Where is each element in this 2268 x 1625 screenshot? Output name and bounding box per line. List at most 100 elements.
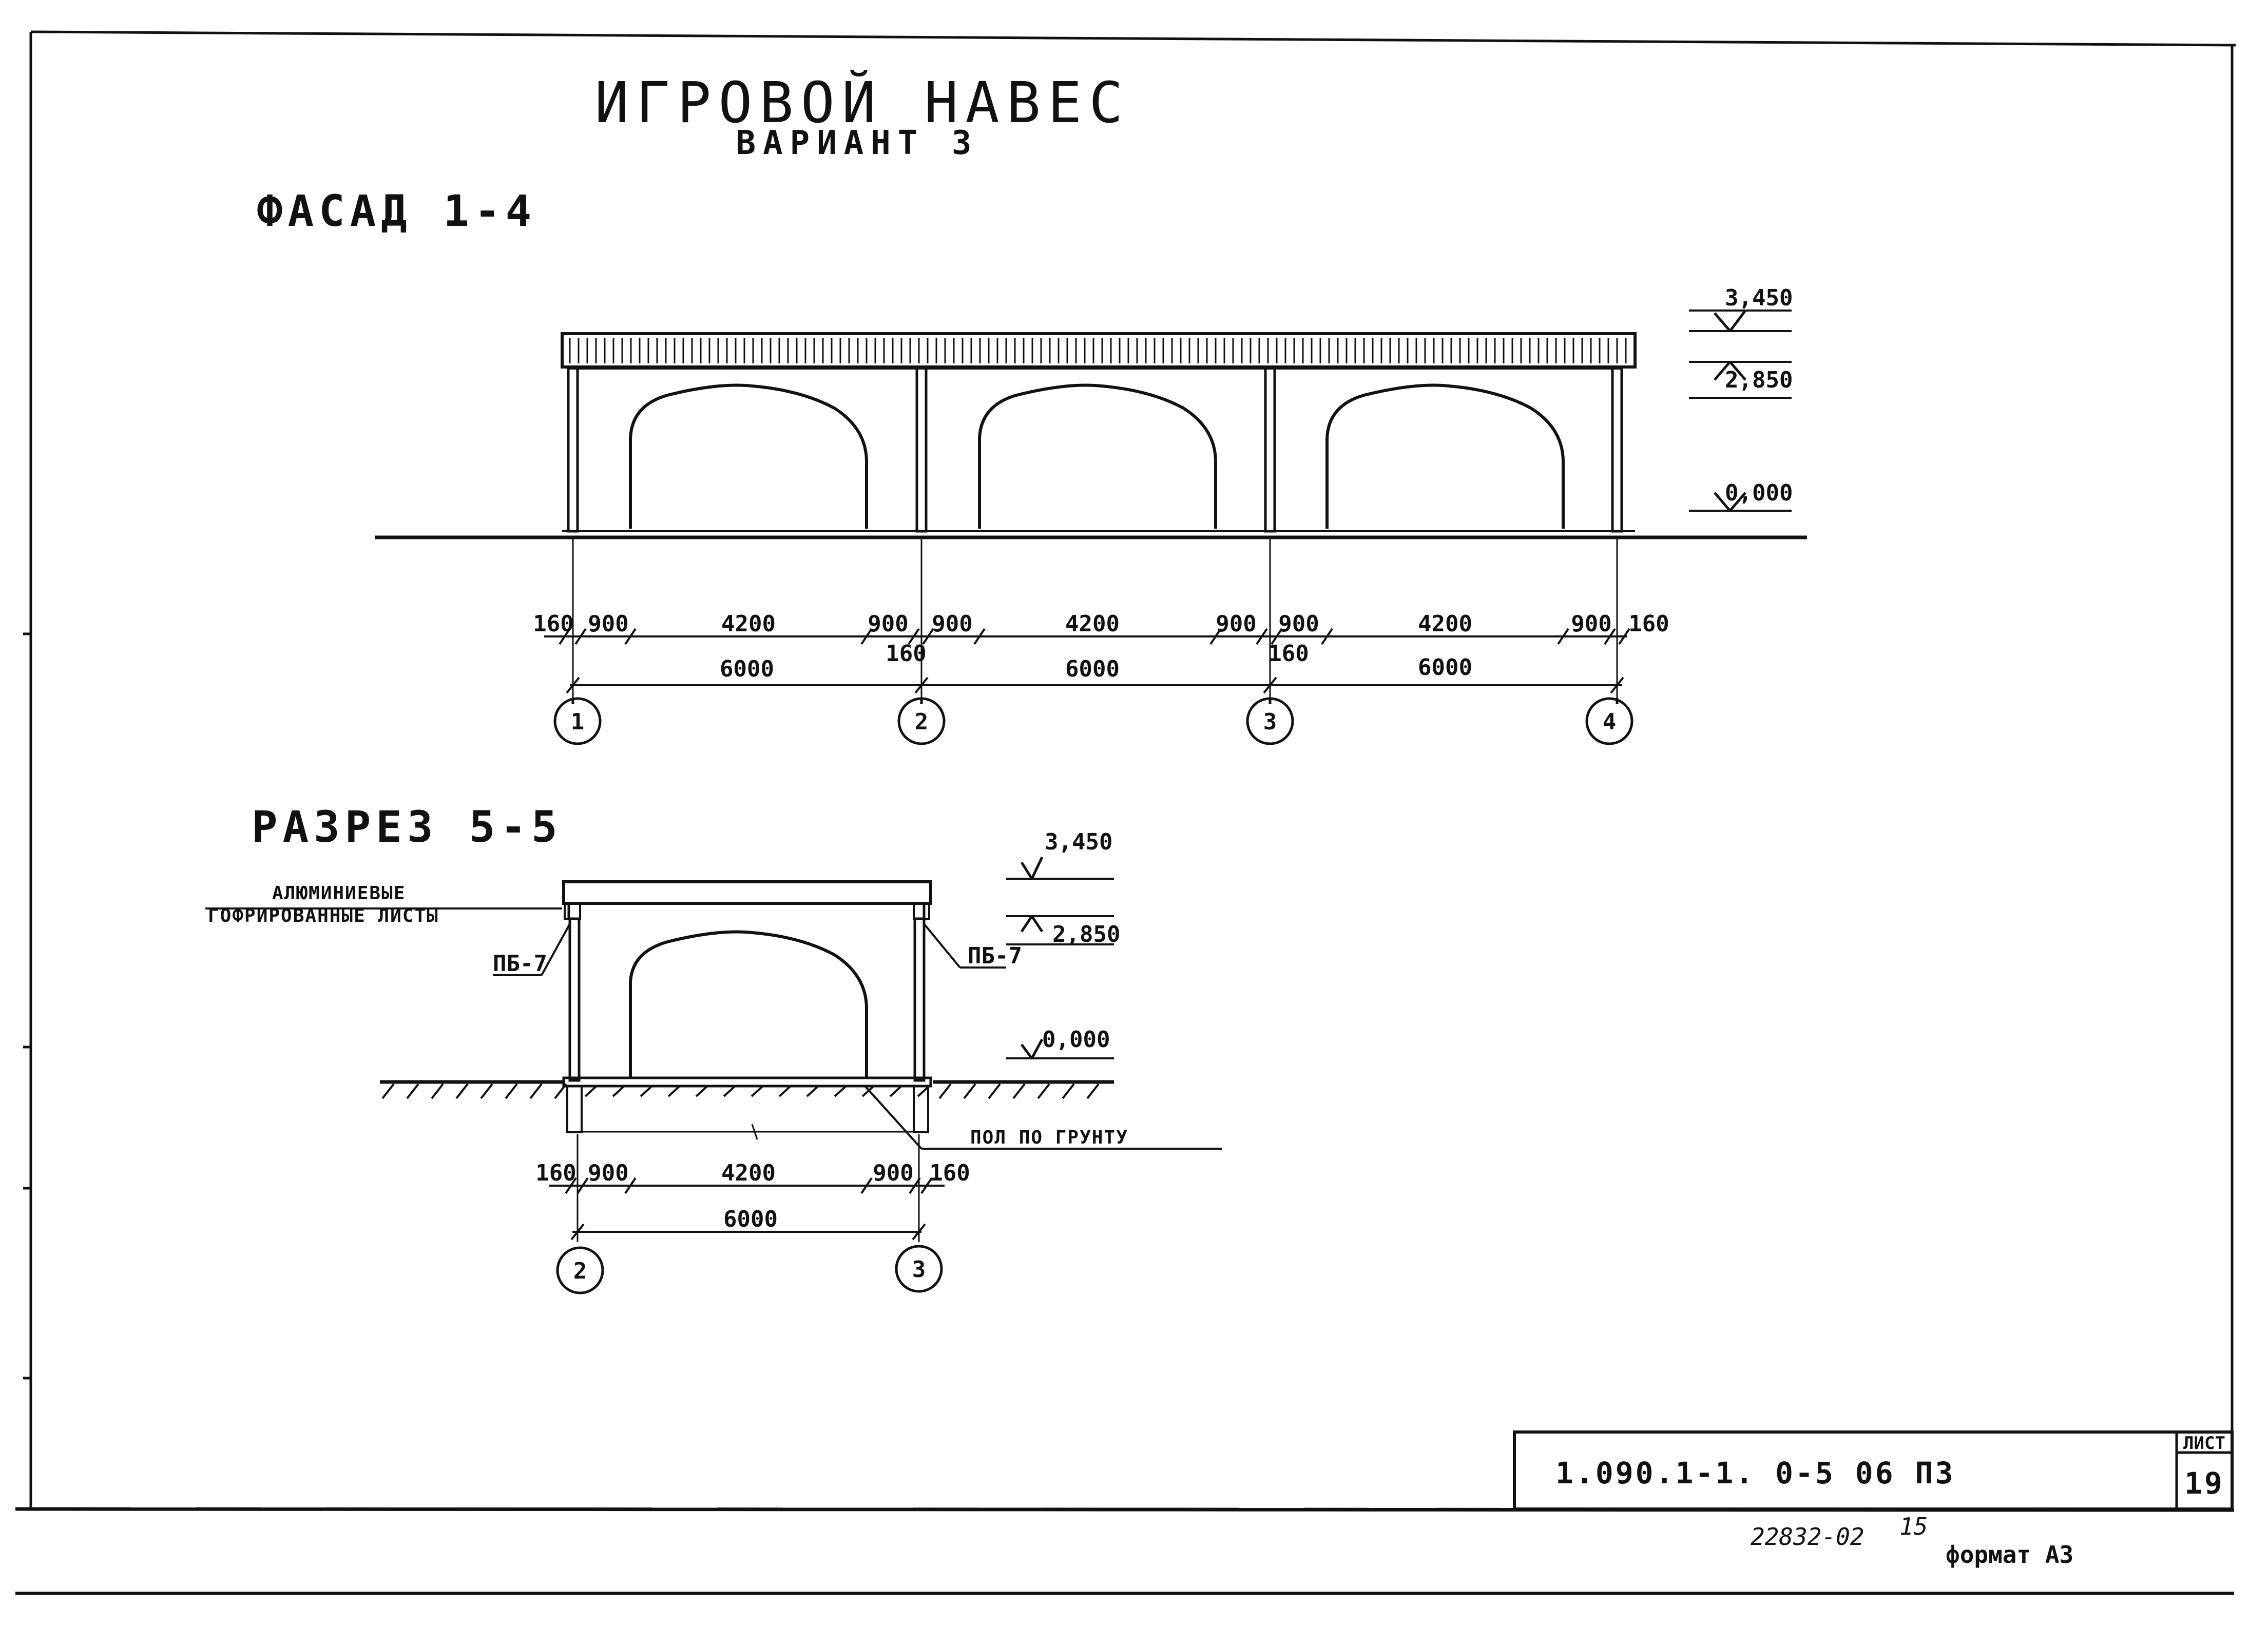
facade-elevation bbox=[375, 309, 1807, 745]
ground-hatch bbox=[695, 1085, 708, 1097]
ground-hatch bbox=[640, 1085, 653, 1097]
facade-axis-label: 4 bbox=[1603, 709, 1617, 735]
sheet-number: 19 bbox=[2184, 1466, 2224, 1501]
section-beam-right: ПБ-7 bbox=[968, 943, 1022, 969]
section-cut bbox=[205, 856, 1222, 1294]
facade-dimension-ticks bbox=[559, 628, 1630, 694]
facade-dim: 160 bbox=[533, 611, 573, 637]
ground-hatch bbox=[1086, 1083, 1100, 1099]
ground-hatch bbox=[406, 1083, 419, 1099]
section-ground-hatch bbox=[381, 1083, 1100, 1099]
facade-dim: 900 bbox=[1278, 611, 1319, 637]
facade-tick bbox=[860, 628, 873, 645]
drawing-title: ИГРОВОЙ НАВЕС bbox=[595, 69, 1130, 136]
section-beam-left: ПБ-7 bbox=[493, 951, 547, 977]
facade-span-tick bbox=[914, 676, 929, 694]
facade-span-tick bbox=[566, 676, 580, 694]
facade-dim: 900 bbox=[588, 611, 628, 637]
ground-hatch bbox=[834, 1085, 847, 1097]
ground-hatch bbox=[917, 1085, 930, 1097]
facade-tick bbox=[1256, 628, 1268, 645]
facade-heading: ФАСАД 1-4 bbox=[257, 186, 536, 236]
section-dim-span: 6000 bbox=[723, 1206, 778, 1232]
section-dim: 900 bbox=[873, 1160, 913, 1186]
facade-tick bbox=[624, 628, 637, 645]
drawing-code: 1.090.1-1. 0-5 06 ПЗ bbox=[1555, 1456, 1955, 1491]
section-tick bbox=[860, 1177, 873, 1194]
ground-hatch bbox=[1012, 1083, 1026, 1099]
facade-dim: 160 bbox=[1268, 641, 1309, 667]
section-dim: 160 bbox=[535, 1160, 576, 1186]
facade-dim: 4200 bbox=[721, 611, 776, 637]
inventory-number: 22832-02 bbox=[1751, 1523, 1865, 1551]
ground-hatch bbox=[455, 1083, 469, 1099]
section-level-beam: 2,850 bbox=[1052, 921, 1120, 947]
facade-axis-label: 2 bbox=[915, 709, 929, 735]
facade-tick bbox=[559, 628, 571, 645]
facade-tick bbox=[1618, 628, 1630, 645]
section-span-tick bbox=[570, 1223, 585, 1241]
drawing-variant: ВАРИАНТ 3 bbox=[736, 124, 979, 162]
section-note-material-line2: ГОФРИРОВАННЫЕ ЛИСТЫ bbox=[208, 905, 439, 926]
facade-axis-label: 1 bbox=[571, 709, 585, 735]
section-heading: РАЗРЕЗ 5-5 bbox=[252, 802, 563, 852]
facade-dim: 160 bbox=[1628, 611, 1669, 637]
facade-dim: 900 bbox=[932, 611, 972, 637]
facade-tick bbox=[1604, 628, 1616, 645]
ground-hatch bbox=[554, 1083, 567, 1099]
facade-level-ground: 0,000 bbox=[1725, 480, 1793, 506]
section-level-ground: 0,000 bbox=[1042, 1027, 1110, 1053]
facade-tick bbox=[908, 628, 920, 645]
facade-tick bbox=[574, 628, 587, 645]
ground-hatch bbox=[480, 1083, 493, 1099]
facade-axis-label: 3 bbox=[1263, 709, 1277, 735]
section-tick bbox=[565, 1177, 577, 1194]
facade-dim: 900 bbox=[868, 611, 908, 637]
ground-hatch bbox=[963, 1083, 976, 1099]
facade-dim: 4200 bbox=[1065, 611, 1120, 637]
facade-dim-span: 6000 bbox=[1418, 654, 1472, 681]
facade-dim: 900 bbox=[1216, 611, 1256, 637]
section-tick bbox=[920, 1177, 933, 1194]
ground-hatch bbox=[778, 1085, 792, 1097]
facade-tick bbox=[973, 628, 986, 645]
ground-hatch bbox=[988, 1083, 1001, 1099]
ground-hatch bbox=[889, 1085, 902, 1097]
ground-hatch bbox=[529, 1083, 543, 1099]
section-axis-label: 3 bbox=[912, 1256, 926, 1283]
section-dimension-ticks bbox=[565, 1177, 933, 1241]
ground-hatch bbox=[381, 1083, 395, 1099]
ground-hatch bbox=[751, 1085, 764, 1097]
ground-hatch bbox=[505, 1083, 518, 1099]
facade-span-tick bbox=[1610, 676, 1624, 694]
ground-hatch bbox=[667, 1085, 681, 1097]
ground-hatch bbox=[584, 1085, 598, 1097]
facade-span-tick bbox=[1263, 676, 1277, 694]
facade-dim: 160 bbox=[886, 641, 926, 667]
section-axis-label: 2 bbox=[573, 1258, 587, 1284]
section-tick bbox=[624, 1177, 637, 1194]
sheet-format: формат А3 bbox=[1946, 1541, 2073, 1569]
ground-hatch bbox=[1037, 1083, 1050, 1099]
section-tick bbox=[909, 1177, 921, 1194]
section-dim: 160 bbox=[929, 1160, 970, 1186]
ground-hatch bbox=[723, 1085, 736, 1097]
ground-hatch bbox=[806, 1085, 819, 1097]
facade-dim-span: 6000 bbox=[1065, 656, 1120, 682]
facade-dim: 4200 bbox=[1418, 611, 1472, 637]
ground-hatch bbox=[612, 1085, 625, 1097]
facade-dim-span: 6000 bbox=[720, 656, 774, 682]
facade-dim: 900 bbox=[1571, 611, 1611, 637]
facade-tick bbox=[1321, 628, 1333, 645]
section-span-tick bbox=[912, 1223, 926, 1241]
ground-hatch bbox=[431, 1083, 444, 1099]
facade-tick bbox=[1557, 628, 1569, 645]
sheet-label: ЛИСТ bbox=[2183, 1433, 2225, 1454]
section-note-material-line1: АЛЮМИНИЕВЫЕ bbox=[272, 883, 406, 904]
facade-tick bbox=[1271, 628, 1283, 645]
facade-level-top: 3,450 bbox=[1725, 285, 1793, 311]
section-dim: 4200 bbox=[721, 1160, 776, 1186]
section-tick bbox=[576, 1177, 589, 1194]
facade-level-beam: 2,850 bbox=[1725, 367, 1793, 393]
